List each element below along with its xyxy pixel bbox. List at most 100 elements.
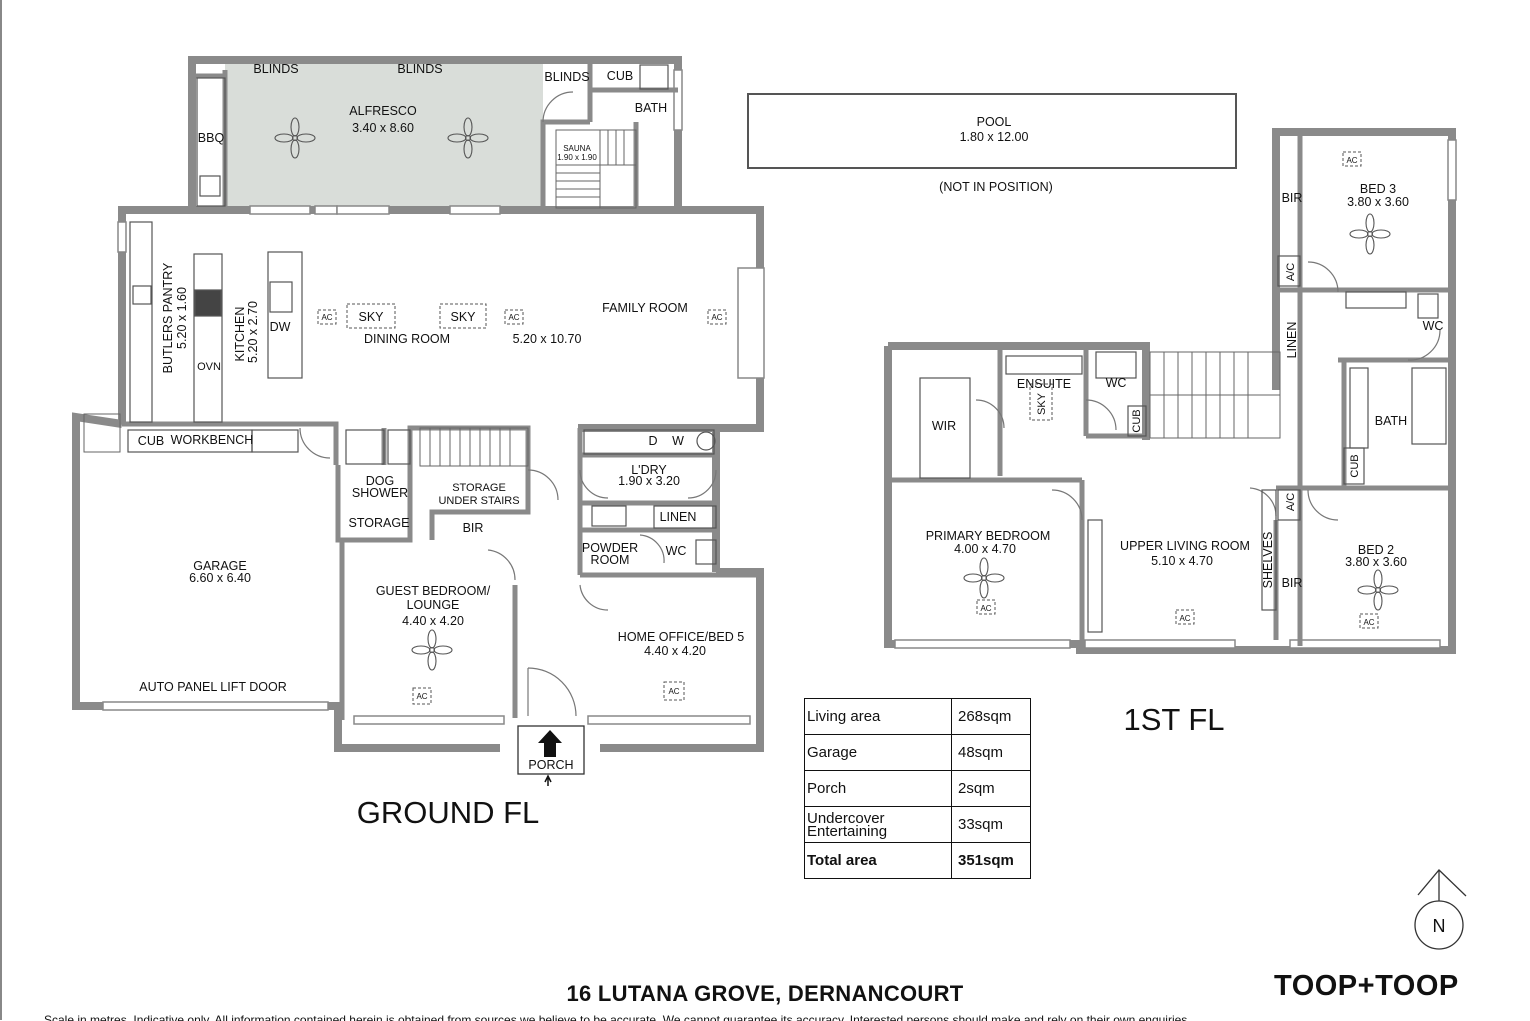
ac-ground-2: AC <box>508 313 519 322</box>
ground-windows <box>102 69 765 725</box>
first-fixtures <box>919 255 1447 633</box>
north-label: N <box>1433 916 1446 936</box>
area-value: 351sqm <box>951 842 1031 879</box>
kitchen-dims: 5.20 x 2.70 <box>246 301 260 363</box>
first-ceiling-fans <box>963 213 1399 611</box>
ground-fixtures <box>127 64 717 565</box>
laundry-name: L'DRY <box>631 463 667 477</box>
area-value: 33sqm <box>951 806 1031 843</box>
property-address: 16 LUTANA GROVE, DERNANCOURT <box>566 981 964 1006</box>
ac-ground-5: AC <box>668 687 679 696</box>
guest-dims: 4.40 x 4.20 <box>402 614 464 628</box>
garage-dims: 6.60 x 6.40 <box>189 571 251 585</box>
ac-unit-2-label: A/C <box>1285 493 1297 511</box>
wc-upper-label: WC <box>1423 319 1444 333</box>
office-dims: 4.40 x 4.20 <box>644 644 706 658</box>
upper-living-name: UPPER LIVING ROOM <box>1120 539 1250 553</box>
butlers-name: BUTLERS PANTRY <box>161 262 175 373</box>
ground-stairs <box>83 129 637 467</box>
laundry-dims: 1.90 x 3.20 <box>618 474 680 488</box>
upper-living-dims: 5.10 x 4.70 <box>1151 554 1213 568</box>
left-frame-line <box>0 0 2 1020</box>
first-stairs <box>1149 351 1281 439</box>
ac-first-2: AC <box>980 604 991 613</box>
blinds-label-2: BLINDS <box>397 62 442 76</box>
ground-floor-plan <box>72 56 765 786</box>
butlers-dims: 5.20 x 1.60 <box>175 287 189 349</box>
ground-bath-label: BATH <box>635 101 667 115</box>
workbench-label: WORKBENCH <box>171 433 254 447</box>
bed3-dims: 3.80 x 3.60 <box>1347 195 1409 209</box>
first-floor-plan <box>884 128 1457 654</box>
table-row: Porch 2sqm <box>804 770 1031 807</box>
pool-dims: 1.80 x 12.00 <box>960 130 1029 144</box>
sky-label-1: SKY <box>358 310 384 324</box>
area-value: 2sqm <box>951 770 1031 807</box>
ac-first-3: AC <box>1179 614 1190 623</box>
cub-garage-label: CUB <box>138 434 164 448</box>
agency-logo: TOOP+TOOP <box>1274 970 1459 1002</box>
pool-note: (NOT IN POSITION) <box>939 180 1053 194</box>
shelves-label: SHELVES <box>1261 532 1275 589</box>
area-label: Undercover Entertaining <box>804 806 952 843</box>
entry-arrow-icon <box>538 730 562 757</box>
alfresco-name: ALFRESCO <box>349 104 417 118</box>
pool-outline <box>747 93 1237 169</box>
primary-dims: 4.00 x 4.70 <box>954 542 1016 556</box>
first-linen-label: LINEN <box>1285 322 1299 359</box>
ac-ground-3: AC <box>711 313 722 322</box>
ground-wc-label: WC <box>666 544 687 558</box>
dryer-label: D <box>648 434 657 448</box>
wir-label: WIR <box>932 419 956 433</box>
guest-line1: GUEST BEDROOM/ <box>376 584 491 598</box>
garage-door-label: AUTO PANEL LIFT DOOR <box>139 680 287 694</box>
first-floor-title: 1ST FL <box>1123 702 1224 737</box>
cub-ensuite-label: CUB <box>1131 409 1143 432</box>
ground-ceiling-fans <box>274 117 489 671</box>
area-value: 268sqm <box>951 698 1031 735</box>
kitchen-name: KITCHEN <box>233 307 247 362</box>
ground-bir-label: BIR <box>463 521 484 535</box>
cub-bath-label: CUB <box>1349 454 1361 477</box>
table-row-total: Total area 351sqm <box>804 842 1031 879</box>
ensuite-label: ENSUITE <box>1017 377 1071 391</box>
bed3-name: BED 3 <box>1360 182 1396 196</box>
office-name: HOME OFFICE/BED 5 <box>618 630 744 644</box>
bbq-label: BBQ <box>198 131 225 145</box>
ground-doors <box>299 91 717 717</box>
area-label: Garage <box>804 734 952 771</box>
sauna-dims: 1.90 x 1.90 <box>557 153 597 162</box>
powder-line2: ROOM <box>591 553 630 567</box>
entry-pointer-icon <box>544 774 552 786</box>
first-windows <box>894 139 1457 649</box>
first-ac-boxes <box>976 151 1379 629</box>
powder-line1: POWDER <box>582 541 638 555</box>
family-name: FAMILY ROOM <box>602 301 688 315</box>
dog-shower-line1: DOG <box>366 474 394 488</box>
ac-ground-1: AC <box>321 313 332 322</box>
storage-label: STORAGE <box>349 516 410 530</box>
alfresco-dims: 3.40 x 8.60 <box>352 121 414 135</box>
pool-name: POOL <box>977 115 1012 129</box>
area-summary-table: Living area 268sqm Garage 48sqm Porch 2s… <box>804 698 1031 879</box>
area-label: Total area <box>804 842 952 879</box>
north-arrow-icon <box>1414 869 1467 950</box>
ground-interior-walls <box>122 60 760 720</box>
storage-under-line1: STORAGE <box>452 482 506 494</box>
blinds-label-1: BLINDS <box>253 62 298 76</box>
ac-first-1: AC <box>1346 156 1357 165</box>
dog-shower-line2: SHOWER <box>352 486 408 500</box>
ground-linen-label: LINEN <box>660 510 697 524</box>
ground-floor-title: GROUND FL <box>357 795 540 830</box>
garage-name: GARAGE <box>193 559 247 573</box>
bed2-dims: 3.80 x 3.60 <box>1345 555 1407 569</box>
area-value: 48sqm <box>951 734 1031 771</box>
sky-label-2: SKY <box>450 310 476 324</box>
porch-label: PORCH <box>528 758 573 772</box>
bir-bed2-label: BIR <box>1282 576 1303 590</box>
area-label: Living area <box>804 698 952 735</box>
first-bath-label: BATH <box>1375 414 1407 428</box>
guest-line2: LOUNGE <box>407 598 460 612</box>
primary-name: PRIMARY BEDROOM <box>926 529 1051 543</box>
